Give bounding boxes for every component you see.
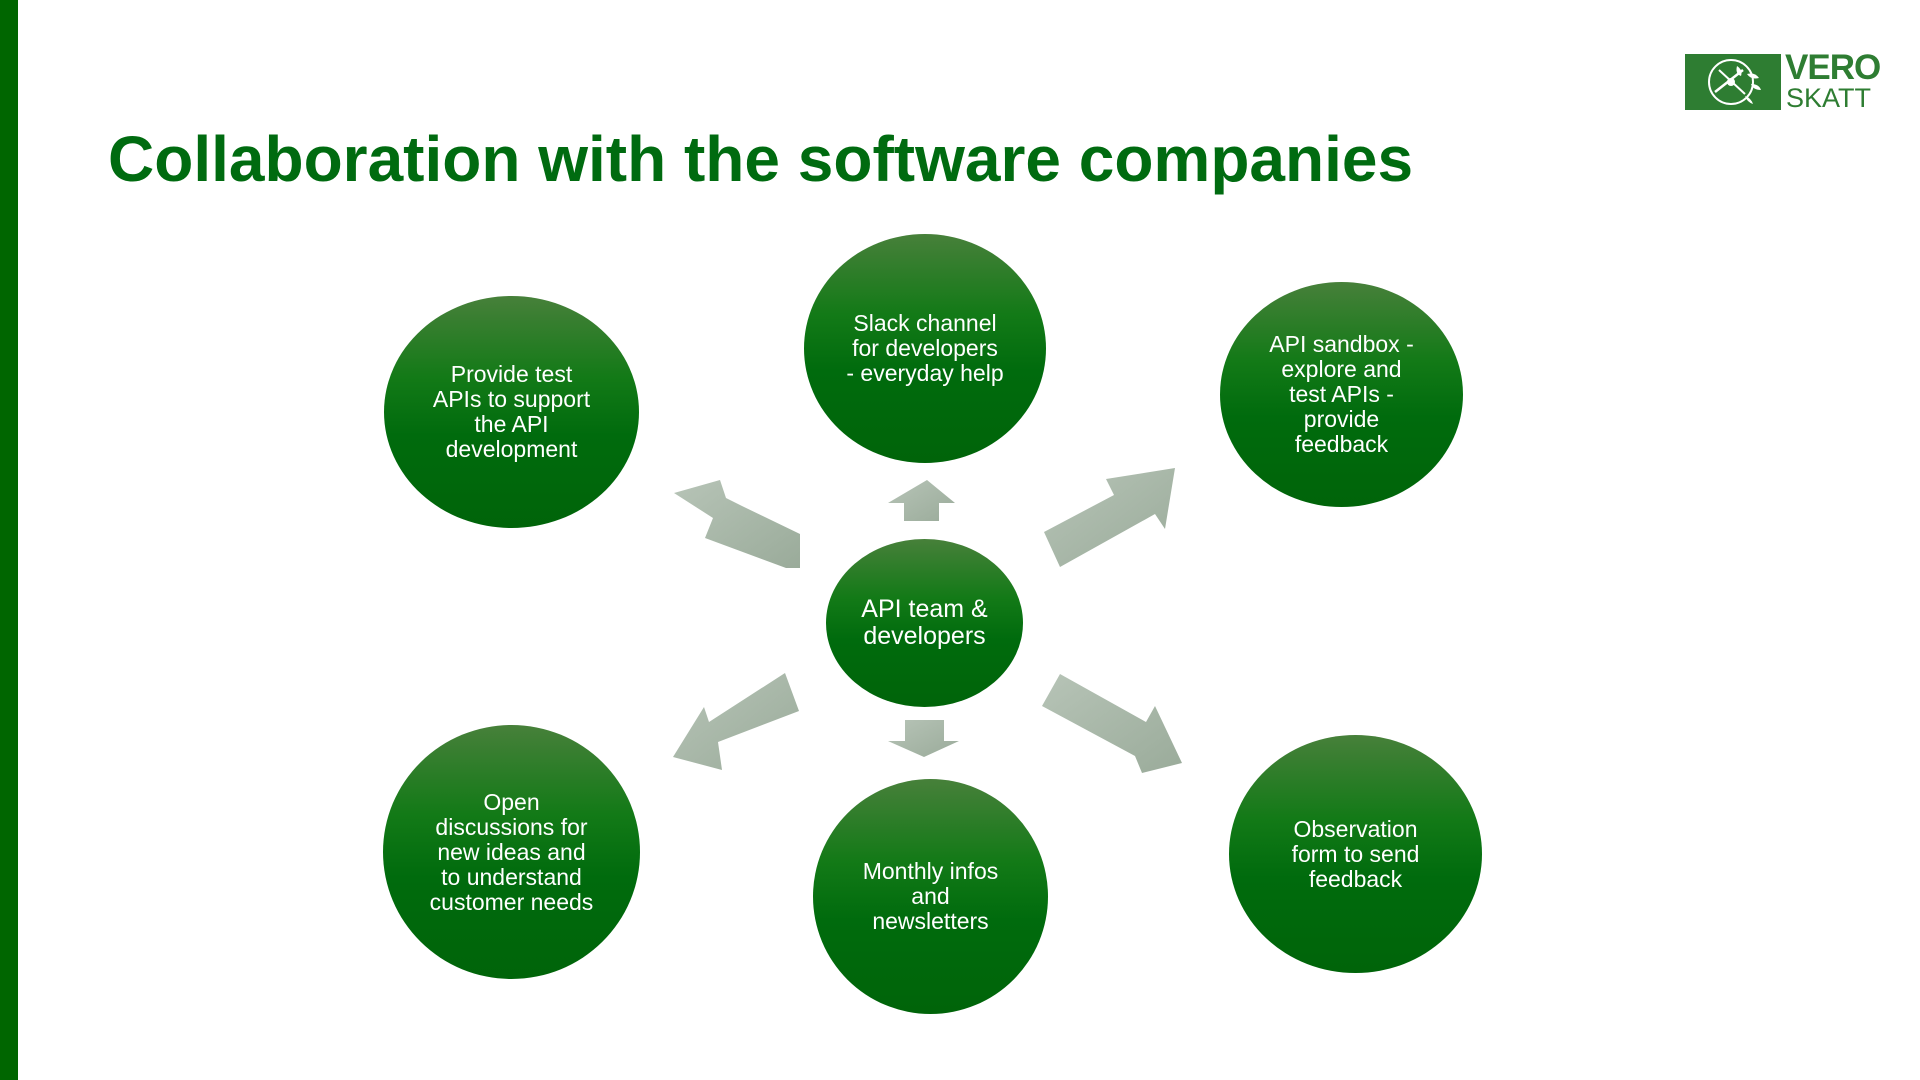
logo-word-skatt: SKATT (1786, 83, 1872, 113)
node-monthly-line-3: newsletters (872, 908, 989, 934)
node-slack-line-1: Slack channel (853, 310, 997, 336)
logo-word-vero: VERO (1785, 48, 1881, 87)
node-slack-line-3: - everyday help (846, 360, 1004, 386)
node-slack-line-2: for developers (852, 335, 998, 361)
node-discussions-line-3: new ideas and (437, 838, 586, 865)
center-node-api-team: API team & developers (826, 539, 1023, 707)
node-observation-line-3: feedback (1308, 865, 1403, 892)
node-discussions-line-4: to understand (441, 863, 582, 890)
node-observation-line-1: Observation (1293, 815, 1418, 842)
node-observation-line-2: form to send (1291, 840, 1420, 867)
arrow-lower-right (1042, 674, 1182, 773)
node-monthly-line-2: and (911, 883, 950, 909)
arrow-upper-left (674, 480, 800, 568)
arrow-upper-right (1044, 468, 1175, 567)
node-test-apis-line-2: APIs to support (432, 386, 591, 412)
node-sandbox-line-4: provide (1303, 406, 1380, 432)
arrow-down (888, 720, 959, 757)
node-monthly-infos: Monthly infos and newsletters (813, 779, 1048, 1014)
node-test-apis-line-4: development (445, 436, 578, 462)
node-discussions-line-1: Open (483, 788, 540, 815)
vero-skatt-logo: VERO SKATT (1685, 50, 1881, 113)
node-sandbox-line-2: explore and (1281, 356, 1402, 382)
left-accent-bar (0, 0, 18, 1080)
slide-title: Collaboration with the software companie… (108, 123, 1414, 195)
node-sandbox-line-5: feedback (1294, 431, 1389, 457)
arrow-up (888, 480, 955, 521)
node-provide-test-apis: Provide test APIs to support the API dev… (384, 296, 639, 528)
node-discussions-line-2: discussions for (435, 813, 588, 840)
node-api-sandbox: API sandbox - explore and test APIs - pr… (1220, 282, 1463, 507)
node-slack-channel: Slack channel for developers - everyday … (804, 234, 1046, 463)
node-open-discussions: Open discussions for new ideas and to un… (383, 725, 640, 979)
node-observation-form: Observation form to send feedback (1229, 735, 1482, 973)
node-sandbox-line-3: test APIs - (1289, 381, 1394, 407)
node-test-apis-line-3: the API (474, 411, 549, 437)
node-monthly-line-1: Monthly infos (862, 858, 999, 884)
vero-emblem-icon (1685, 54, 1781, 110)
arrow-lower-left (673, 673, 799, 770)
node-sandbox-line-1: API sandbox - (1269, 331, 1414, 357)
node-test-apis-line-1: Provide test (450, 361, 573, 387)
center-node-label: API team & developers (861, 595, 988, 650)
node-discussions-line-5: customer needs (429, 888, 594, 915)
